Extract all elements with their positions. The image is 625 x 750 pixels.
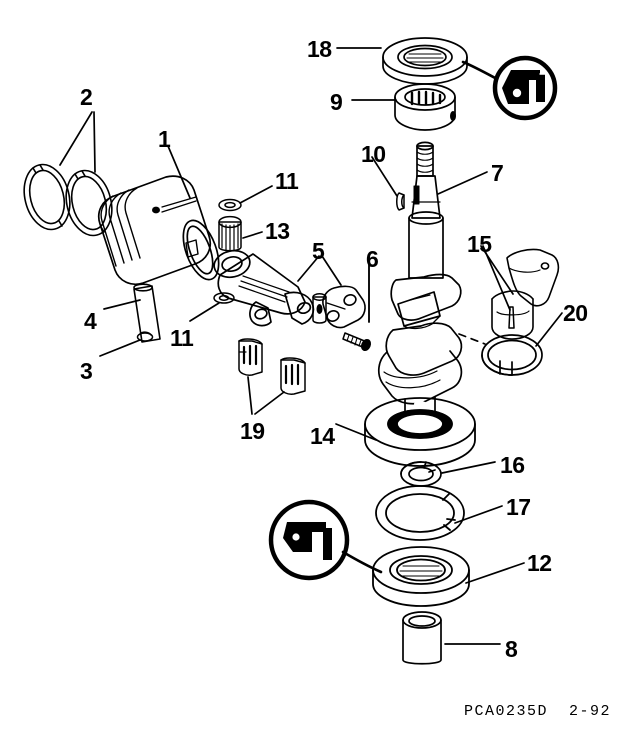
callout-17: 17 [506,494,531,520]
rod-bearing-retainer [312,293,327,324]
crankpin-bearing-cage-half-a [238,338,263,376]
callout-9: 9 [330,89,343,115]
callout-11-upper: 11 [275,168,299,194]
detail-bubble-lower-seal [268,499,383,581]
callout-16: 16 [500,452,525,478]
callout-19: 19 [240,418,265,444]
callout-18: 18 [307,36,332,62]
callout-6: 6 [366,246,379,272]
diagram-caption: PCA0235D 2-92 [464,703,612,720]
callout-20: 20 [563,300,588,326]
callout-13: 13 [265,218,290,244]
callout-12: 12 [527,550,552,576]
center-main-alignment-pin [508,306,515,329]
thrust-washer-upper [218,198,242,212]
callout-4: 4 [84,308,97,334]
wrist-pin-retaining-ring [136,331,154,342]
callout-14: 14 [310,423,335,449]
center-main-liner-half-back [506,248,560,307]
wrist-pin [133,283,161,343]
callout-5: 5 [312,238,325,264]
lower-crankshaft-sleeve [402,611,442,665]
center-main-split-ring [481,334,543,376]
upper-main-needle-bearing [394,83,456,131]
callout-2: 2 [80,84,93,110]
callout-8: 8 [505,636,518,662]
lower-main-ball-bearing [364,397,476,467]
crankshaft-key [396,192,405,211]
callout-7: 7 [491,160,504,186]
connecting-rod [213,249,315,327]
detail-bubble-upper-seal [461,55,558,121]
crankshaft-lower-oil-seal [372,546,470,607]
large-retaining-ring [375,485,465,541]
callout-11-lower: 11 [170,325,194,351]
callout-15: 15 [467,231,492,257]
assembly-dashed-leader [458,333,486,345]
wrist-pin-needle-bearing [218,215,242,252]
callout-10: 10 [361,141,386,167]
callout-1: 1 [158,126,171,152]
callout-3: 3 [80,358,93,384]
leader-lines [59,47,563,645]
crankpin-bearing-cage-half-b [280,357,306,395]
piston-ring-outer [23,163,71,231]
